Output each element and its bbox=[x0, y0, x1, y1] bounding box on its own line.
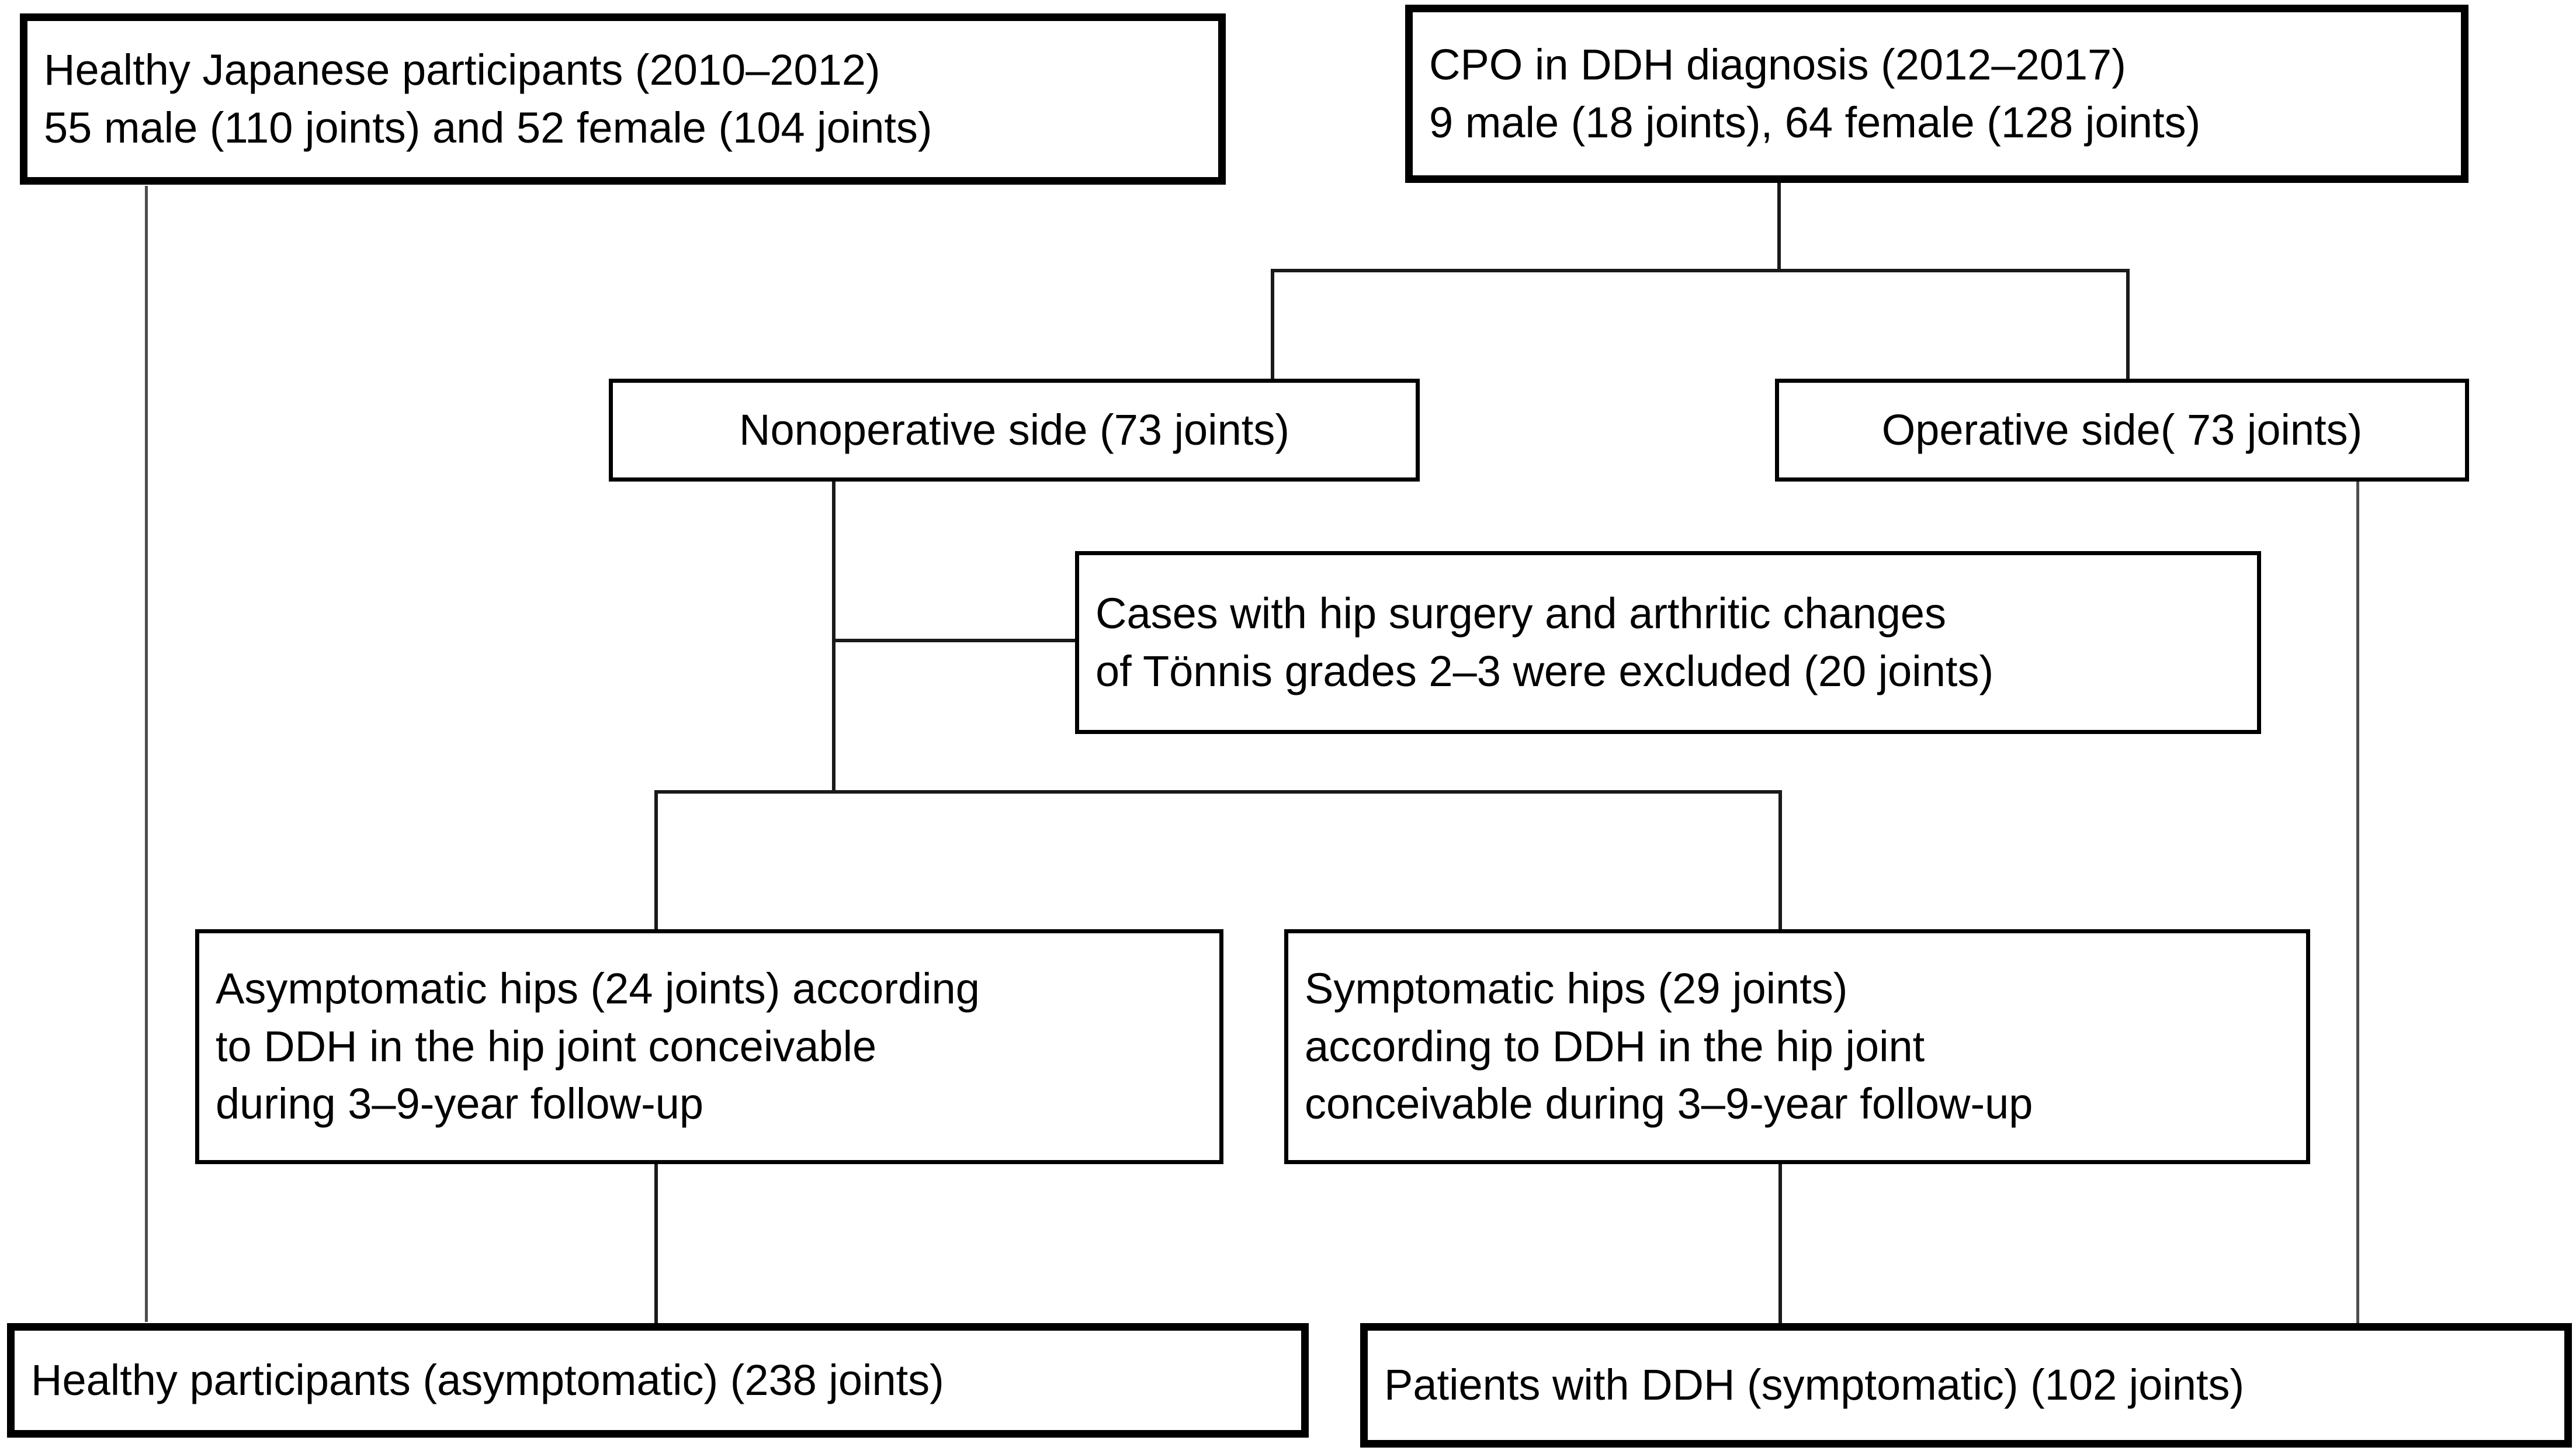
healthy-cohort-line-1: Healthy Japanese participants (2010–2012… bbox=[44, 46, 880, 95]
connector-asymptomatic-to-final bbox=[654, 1164, 658, 1323]
exclusion-criteria-box[interactable]: Cases with hip surgery and arthritic cha… bbox=[1075, 551, 2261, 734]
healthy-final-label: Healthy participants (asymptomatic) (238… bbox=[31, 1355, 944, 1404]
connector-healthy-to-final bbox=[145, 186, 148, 1322]
connector-cpo-to-nonoperative bbox=[1271, 269, 1274, 381]
healthy-japanese-participants-box[interactable]: Healthy Japanese participants (2010–2012… bbox=[20, 13, 1226, 185]
asymptomatic-line-2: to DDH in the hip joint conceivable bbox=[216, 1022, 877, 1071]
operative-label: Operative side( 73 joints) bbox=[1881, 405, 2363, 454]
connector-operative-to-final bbox=[2356, 462, 2359, 1345]
connector-outcome-split-bar bbox=[654, 790, 1782, 794]
connector-cpo-to-operative bbox=[2126, 269, 2130, 381]
patients-with-ddh-final-box[interactable]: Patients with DDH (symptomatic) (102 joi… bbox=[1360, 1323, 2572, 1448]
connector-to-asymptomatic bbox=[654, 790, 658, 932]
connector-cpo-stem bbox=[1777, 181, 1781, 272]
operative-side-box[interactable]: Operative side( 73 joints) bbox=[1775, 379, 2469, 482]
symptomatic-hips-box[interactable]: Symptomatic hips (29 joints) according t… bbox=[1284, 929, 2310, 1164]
asymptomatic-line-1: Asymptomatic hips (24 joints) according bbox=[216, 964, 980, 1013]
connector-symptomatic-to-final bbox=[1778, 1164, 1782, 1345]
symptomatic-line-2: according to DDH in the hip joint bbox=[1305, 1022, 1925, 1071]
cpo-cohort-line-1: CPO in DDH diagnosis (2012–2017) bbox=[1429, 40, 2126, 89]
asymptomatic-hips-box[interactable]: Asymptomatic hips (24 joints) according … bbox=[195, 929, 1223, 1164]
asymptomatic-line-3: during 3–9-year follow-up bbox=[216, 1079, 704, 1128]
exclusion-line-2: of Tönnis grades 2–3 were excluded (20 j… bbox=[1095, 646, 1994, 695]
nonoperative-side-box[interactable]: Nonoperative side (73 joints) bbox=[609, 379, 1420, 482]
nonoperative-label: Nonoperative side (73 joints) bbox=[739, 405, 1289, 454]
connector-exclusion-branch bbox=[832, 639, 1080, 642]
cpo-cohort-line-2: 9 male (18 joints), 64 female (128 joint… bbox=[1429, 98, 2201, 147]
connector-cpo-split-bar bbox=[1271, 269, 2130, 272]
connector-nonoperative-stem bbox=[832, 480, 835, 792]
symptomatic-line-1: Symptomatic hips (29 joints) bbox=[1305, 964, 1848, 1013]
symptomatic-line-3: conceivable during 3–9-year follow-up bbox=[1305, 1079, 2033, 1128]
ddh-final-label: Patients with DDH (symptomatic) (102 joi… bbox=[1384, 1360, 2245, 1410]
healthy-cohort-line-2: 55 male (110 joints) and 52 female (104 … bbox=[44, 103, 932, 152]
healthy-participants-final-box[interactable]: Healthy participants (asymptomatic) (238… bbox=[7, 1323, 1309, 1438]
exclusion-line-1: Cases with hip surgery and arthritic cha… bbox=[1095, 589, 1947, 638]
connector-to-symptomatic bbox=[1778, 790, 1782, 932]
cpo-ddh-diagnosis-box[interactable]: CPO in DDH diagnosis (2012–2017) 9 male … bbox=[1405, 5, 2468, 183]
